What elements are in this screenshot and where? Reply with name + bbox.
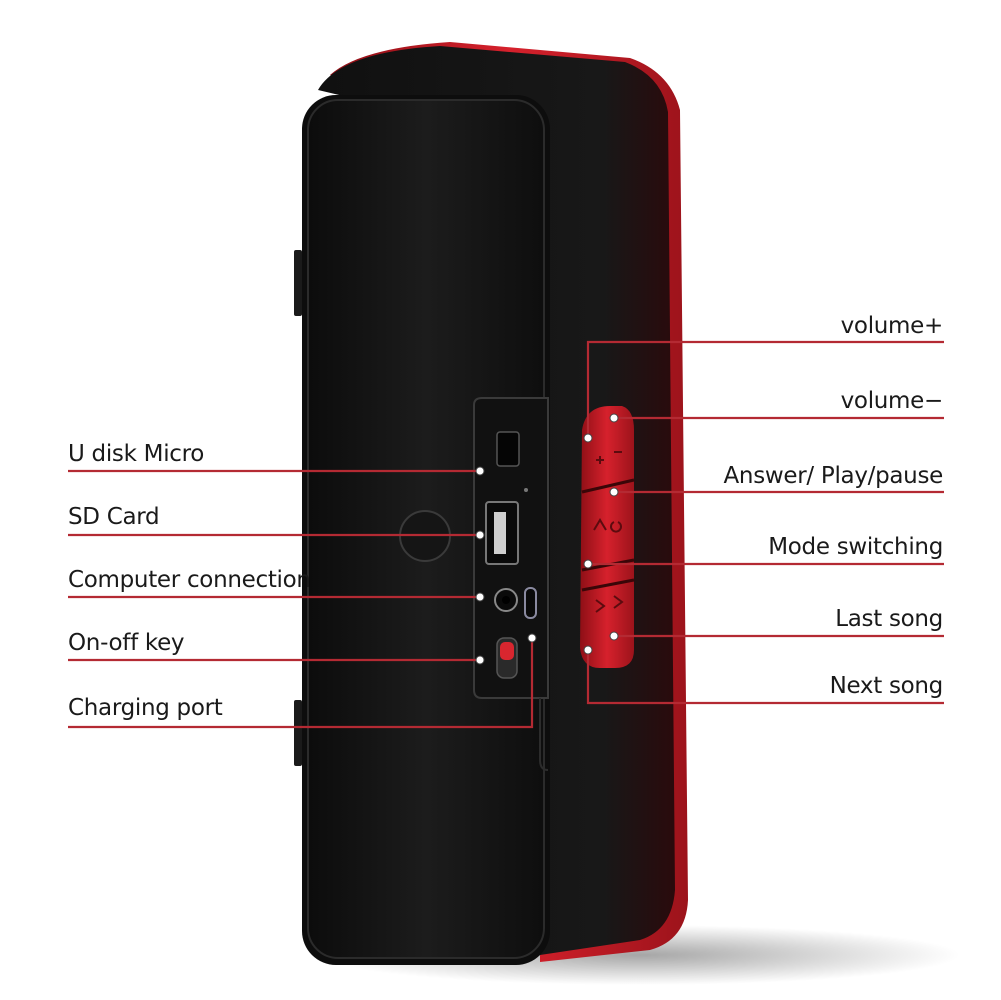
usb-c-port-icon	[524, 587, 537, 619]
callout-dots	[475, 413, 619, 665]
speaker-body	[318, 46, 675, 955]
callout-on-off-key: On-off key	[68, 630, 185, 656]
callout-answer-play-pause: Answer/ Play/pause	[723, 463, 944, 489]
side-clip	[294, 250, 302, 316]
callout-next-song: Next song	[829, 673, 944, 699]
usb-port-tongue	[494, 512, 506, 554]
callout-last-song: Last song	[835, 606, 943, 632]
leader-lines	[68, 340, 944, 729]
control-button-icon	[593, 451, 624, 613]
callout-volume-up: volume+	[840, 313, 944, 339]
callout-u-disk-micro: U disk Micro	[68, 441, 205, 467]
indicator-led	[524, 488, 528, 492]
callout-computer-connection: Computer connection	[68, 567, 311, 593]
micro-sd-slot-icon	[496, 431, 520, 467]
aux-jack-hole	[502, 596, 510, 604]
control-strip	[580, 405, 634, 668]
side-clip	[294, 700, 302, 766]
callout-sd-card: SD Card	[68, 504, 160, 530]
callout-mode-switching: Mode switching	[768, 534, 943, 560]
power-switch-icon	[500, 642, 514, 660]
panel-seam	[539, 698, 549, 771]
callout-charging-port: Charging port	[68, 695, 223, 721]
callout-volume-down: volume−	[840, 388, 944, 414]
